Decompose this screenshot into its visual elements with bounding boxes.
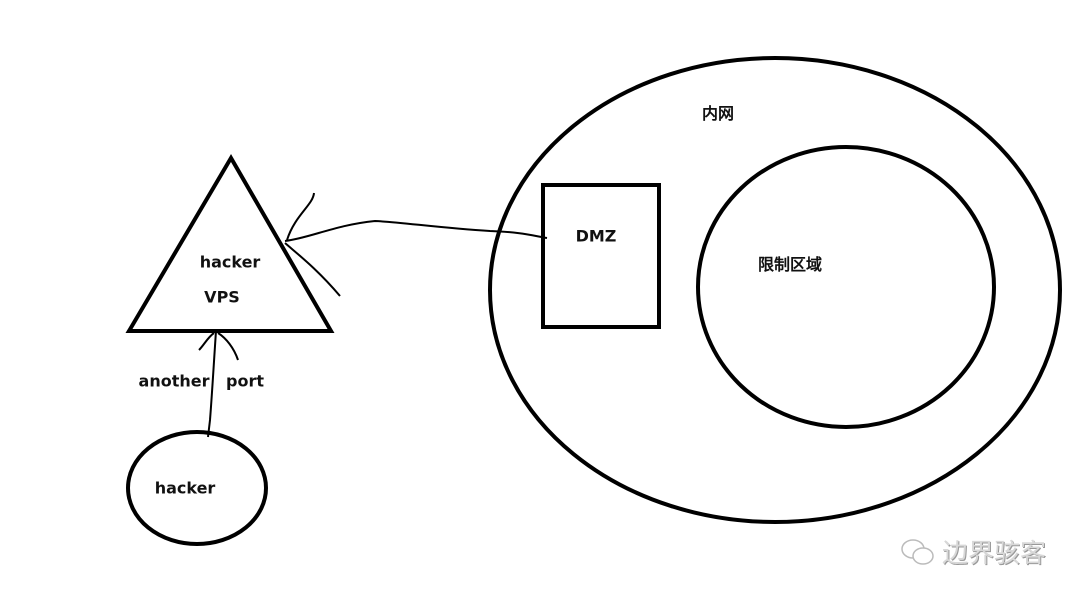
- hacker-ellipse: [126, 430, 268, 546]
- intranet-ellipse: [488, 56, 1062, 524]
- vps-hacker-label: hacker: [199, 252, 261, 272]
- wechat-icon: [901, 538, 934, 565]
- intranet-label: 内网: [701, 104, 735, 123]
- restricted-zone-ellipse: [696, 145, 996, 429]
- vps-label: VPS: [204, 287, 240, 307]
- hacker-label: hacker: [154, 478, 216, 498]
- dmz-box: [541, 183, 661, 329]
- watermark: 边界骇客: [900, 533, 1046, 570]
- port-label: port: [226, 371, 264, 391]
- restricted-zone-label: 限制区域: [757, 255, 823, 274]
- vps-triangle: [125, 154, 335, 333]
- watermark-text: 边界骇客: [942, 539, 1047, 569]
- another-label: another: [138, 371, 210, 391]
- vps-arrowhead-right: [284, 192, 341, 297]
- dmz-label: DMZ: [575, 226, 617, 246]
- port-connection: [207, 330, 217, 438]
- port-arrowhead: [198, 332, 239, 361]
- dmz-to-vps-connection: [284, 219, 548, 242]
